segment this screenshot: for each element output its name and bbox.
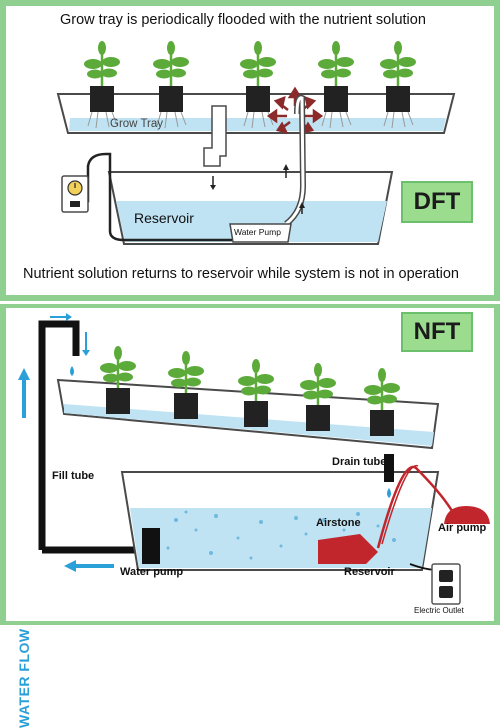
drain-tube-label: Drain tube [332, 456, 387, 468]
nft-tag: NFT [401, 312, 473, 352]
nft-panel: WATER FLOW Fill tube Drain tube Airstone… [0, 301, 500, 728]
dft-reservoir-label: Reservoir [134, 210, 194, 226]
dft-panel: Grow tray is periodically flooded with t… [0, 0, 500, 301]
fill-tube-label: Fill tube [52, 470, 95, 482]
nft-diagram-area: WATER FLOW Fill tube Drain tube Airstone… [6, 308, 494, 728]
nft-plants [100, 346, 400, 436]
dft-plants [84, 41, 416, 129]
electric-outlet-label: Electric Outlet [414, 606, 464, 615]
dft-water-pump-label: Water Pump [234, 227, 281, 237]
dft-tag: DFT [401, 181, 473, 223]
nft-illustration [18, 313, 490, 605]
nft-water-pump-label: Water pump [120, 566, 184, 578]
water-flow-label: WATER FLOW [16, 628, 32, 728]
air-bubbles [166, 510, 396, 560]
dft-caption-bottom: Nutrient solution returns to reservoir w… [23, 266, 459, 282]
dft-caption-top: Grow tray is periodically flooded with t… [60, 12, 426, 28]
air-pump-label: Air pump [438, 522, 487, 534]
grow-tray-label: Grow Tray [110, 118, 164, 130]
nft-reservoir-label: Reservoir [344, 566, 395, 578]
dft-diagram-area: Grow tray is periodically flooded with t… [6, 6, 494, 295]
dft-illustration [56, 41, 456, 245]
airstone-label: Airstone [316, 517, 361, 529]
